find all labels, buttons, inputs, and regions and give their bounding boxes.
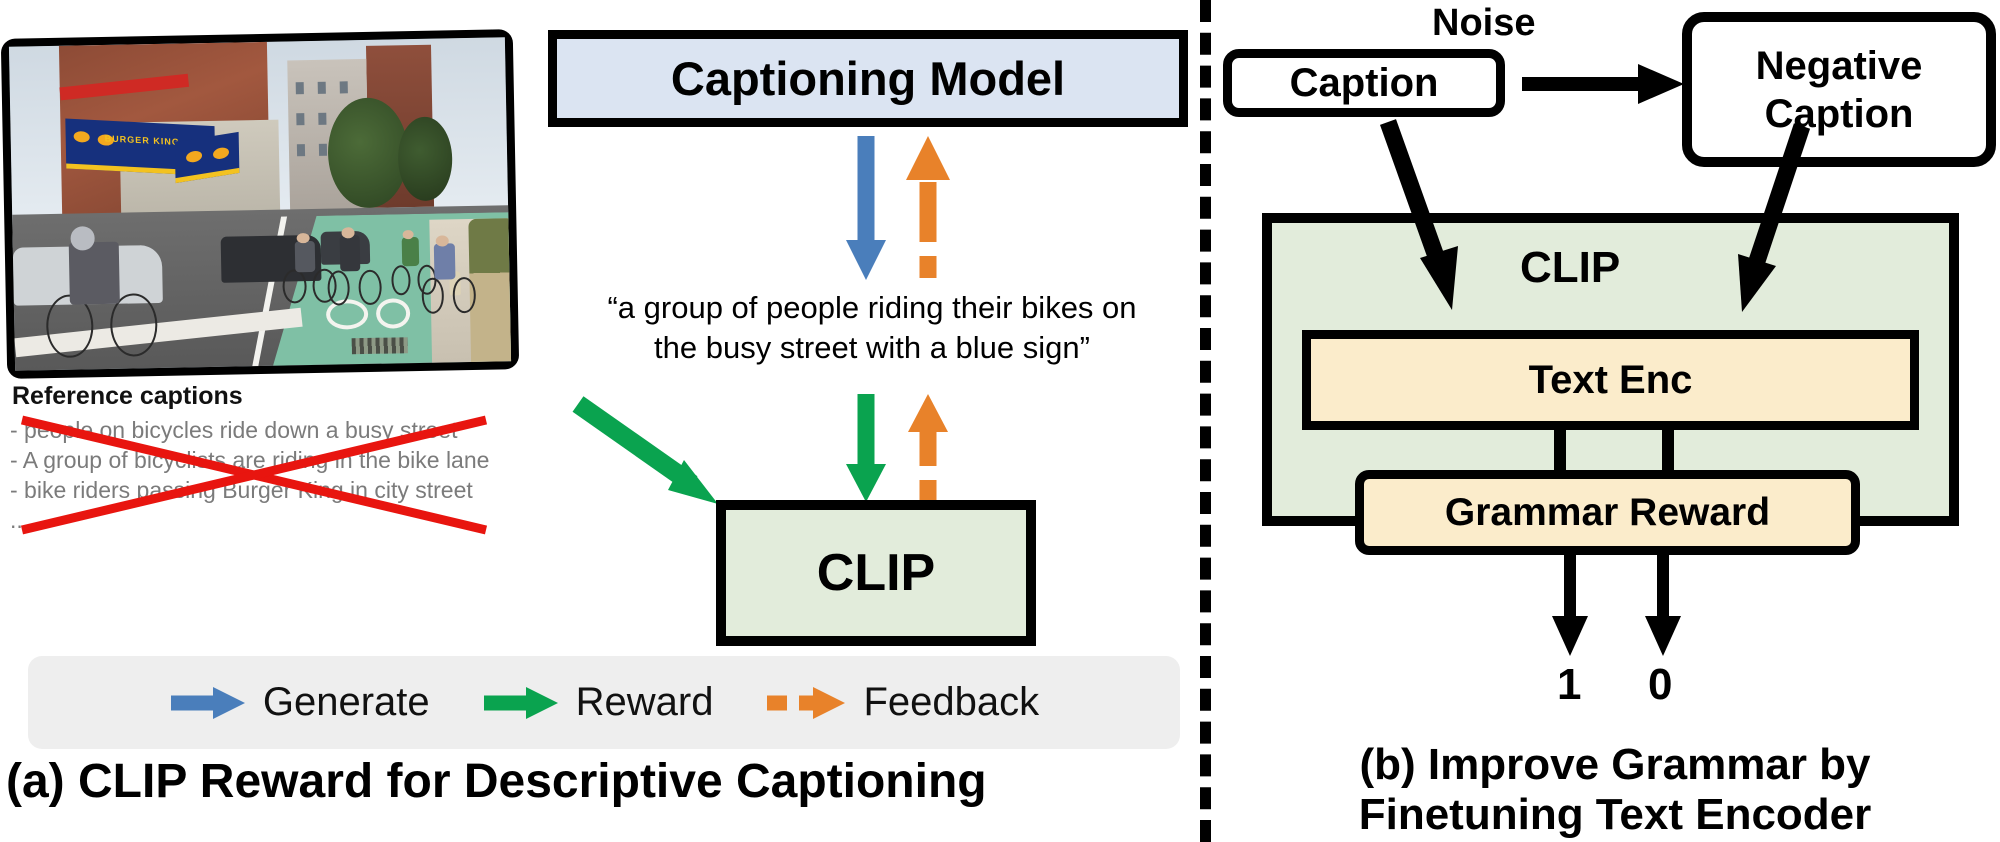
generate-feedback-arrow-pair — [846, 136, 950, 280]
figure-caption-a: (a) CLIP Reward for Descriptive Captioni… — [6, 755, 987, 808]
text-encoder-box[interactable]: Text Enc — [1302, 330, 1919, 430]
reference-captions-block: Reference captions - people on bicycles … — [10, 382, 570, 535]
street-photo: BURGER KING — [8, 37, 512, 371]
generated-caption: “a group of people riding their bikes on… — [548, 288, 1196, 368]
caption-to-textenc-arrow-icon — [1379, 119, 1458, 310]
score-negative-arrow-icon — [1645, 554, 1681, 656]
clip-label: CLIP — [816, 544, 936, 602]
arrow-right-icon — [483, 686, 558, 719]
text-encoder-label: Text Enc — [1528, 357, 1693, 402]
figure-caption-b: (b) Improve Grammar by Finetuning Text E… — [1230, 740, 2000, 840]
score-negative: 0 — [1648, 660, 1673, 709]
legend: Generate Reward Feedback — [28, 656, 1180, 749]
legend-label-reward: Reward — [575, 680, 714, 724]
reference-caption-line: .. — [10, 507, 23, 533]
noise-arrow-icon — [1522, 64, 1684, 104]
caption-box-label: Caption — [1289, 60, 1439, 105]
feedback-arrow-icon — [906, 136, 950, 278]
dashed-arrow-right-icon — [767, 686, 846, 719]
captioning-model-box[interactable]: Captioning Model — [548, 30, 1188, 127]
legend-label-generate: Generate — [262, 680, 430, 724]
reference-caption-line: - A group of bicyclists are riding in th… — [10, 447, 490, 473]
figure-caption-b-line1: (b) Improve Grammar by — [1359, 740, 1871, 789]
negative-caption-line1: Negative — [1755, 43, 1923, 88]
reference-caption-line: - bike riders passing Burger King in cit… — [10, 477, 473, 503]
legend-item-generate: Generate — [169, 680, 430, 725]
generated-caption-line2: the busy street with a blue sign” — [654, 330, 1090, 365]
generate-arrow-icon — [846, 136, 886, 280]
negative-caption-to-textenc-arrow-icon — [1738, 123, 1811, 312]
example-image-frame: BURGER KING — [0, 29, 520, 379]
captioning-model-label: Captioning Model — [670, 52, 1066, 105]
arrow-right-icon — [170, 686, 245, 719]
figure-caption-b-line2: Finetuning Text Encoder — [1358, 790, 1872, 839]
feedback-arrow-icon — [908, 394, 948, 500]
score-positive: 1 — [1557, 660, 1582, 709]
clip-box-panel-a[interactable]: CLIP — [716, 500, 1036, 646]
image-reward-arrow-icon — [572, 396, 718, 504]
reference-captions-title: Reference captions — [12, 382, 243, 410]
reward-feedback-arrow-pair — [846, 394, 948, 502]
noise-label: Noise — [1432, 2, 1536, 44]
legend-item-reward: Reward — [482, 680, 714, 725]
reference-caption-line: - people on bicycles ride down a busy st… — [10, 417, 458, 443]
panel-divider — [1200, 0, 1211, 842]
reward-arrow-icon — [846, 394, 886, 502]
score-positive-arrow-icon — [1552, 554, 1588, 656]
grammar-to-scores-arrows — [1552, 554, 1681, 656]
negative-caption-line2: Caption — [1764, 91, 1914, 136]
caption-box[interactable]: Caption — [1223, 49, 1505, 117]
grammar-reward-box[interactable]: Grammar Reward — [1355, 470, 1860, 555]
legend-label-feedback: Feedback — [863, 680, 1040, 724]
clip-label-panel-b: CLIP — [1520, 243, 1621, 292]
generated-caption-line1: “a group of people riding their bikes on — [607, 290, 1137, 325]
legend-item-feedback: Feedback — [765, 680, 1039, 725]
grammar-reward-label: Grammar Reward — [1444, 490, 1771, 534]
